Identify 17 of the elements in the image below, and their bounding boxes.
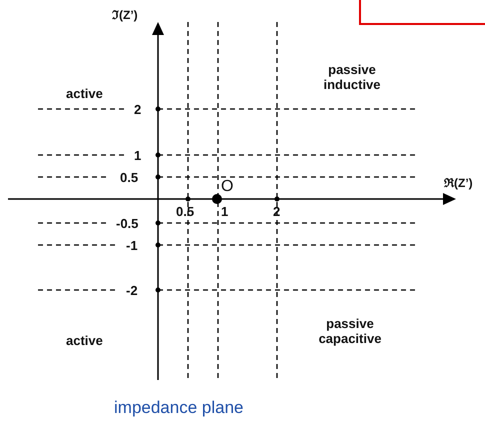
region-label: active — [66, 86, 103, 101]
tick-label: -1 — [126, 238, 138, 253]
region-label: passive inductive — [322, 62, 382, 92]
region-label: active — [66, 333, 103, 348]
tick-label: 1 — [221, 204, 228, 219]
tick-label: -0.5 — [116, 216, 138, 231]
tick-label: 1 — [134, 148, 142, 163]
caption: impedance plane — [114, 398, 244, 418]
axis-label: ℑ(Z’) — [112, 8, 138, 23]
tick-label: -2 — [126, 283, 138, 298]
axis-label: ℜ(Z’) — [444, 176, 473, 191]
tick-label: 0.5 — [120, 170, 138, 185]
tick-label: 2 — [273, 204, 280, 219]
tick-label: 0.5 — [176, 204, 194, 219]
region-label: passive capacitive — [318, 316, 382, 346]
tick-label: 2 — [134, 102, 142, 117]
point-label: O — [221, 178, 234, 196]
